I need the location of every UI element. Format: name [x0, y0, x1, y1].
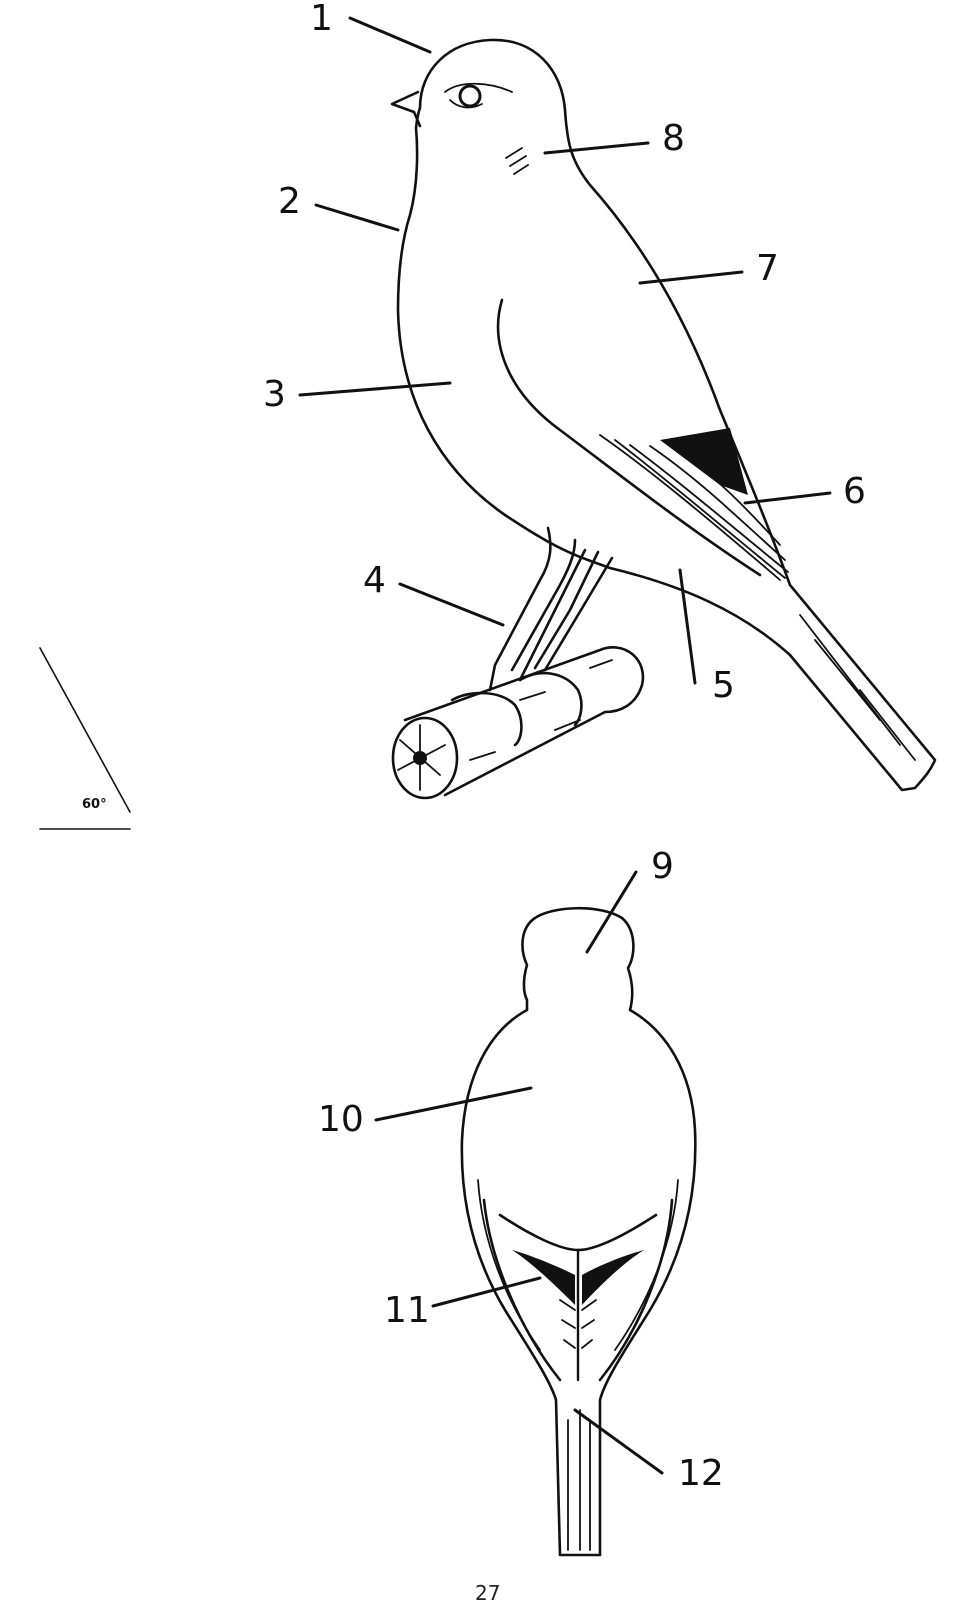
label-2: 2 [278, 181, 301, 222]
side-view-bird [390, 38, 937, 800]
label-6: 6 [843, 471, 866, 512]
label-10: 10 [318, 1099, 364, 1140]
label-4: 4 [363, 560, 386, 601]
label-8: 8 [662, 118, 685, 159]
tail-details [799, 614, 916, 761]
label-12: 12 [678, 1453, 724, 1494]
angle-label: 60° [82, 797, 107, 812]
side-body-outline [396, 38, 937, 792]
back-view-bird [460, 906, 697, 1557]
legs [488, 526, 614, 692]
eyebrow [444, 82, 513, 93]
label-9: 9 [651, 846, 674, 887]
back-tail [567, 1409, 591, 1551]
label-3: 3 [263, 374, 286, 415]
perch [391, 646, 645, 800]
wing-outline [496, 298, 762, 577]
page-number: 27 [475, 1581, 500, 1605]
back-body-outline [460, 906, 697, 1557]
side-pointer-lines [298, 16, 832, 685]
label-7: 7 [756, 248, 779, 289]
back-pointer-lines [374, 870, 664, 1475]
eye [458, 84, 482, 108]
label-1: 1 [310, 0, 333, 39]
angle-indicator: 60° [39, 647, 131, 830]
label-5: 5 [712, 665, 735, 706]
label-11: 11 [384, 1290, 430, 1331]
back-wing-feathers [477, 1179, 679, 1382]
beak [390, 90, 422, 128]
cheek-marks [505, 147, 529, 175]
flight-feathers [599, 428, 789, 581]
